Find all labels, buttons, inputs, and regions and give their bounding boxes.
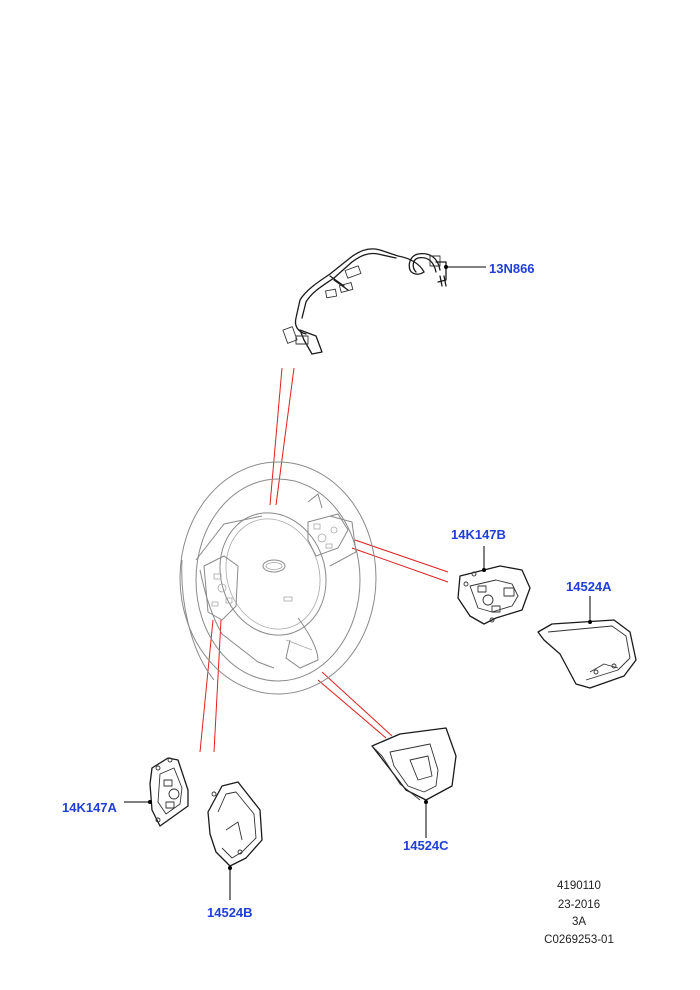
explode-lines bbox=[199, 367, 449, 753]
callout-14524b[interactable]: 14524B bbox=[207, 905, 253, 920]
bezel-lower[interactable] bbox=[371, 727, 457, 801]
callout-14524a[interactable]: 14524A bbox=[566, 579, 612, 594]
leader-dot bbox=[148, 800, 152, 804]
bezel-right[interactable] bbox=[537, 619, 637, 689]
reference-number: 4190110 bbox=[557, 880, 601, 892]
bezel-left[interactable] bbox=[207, 781, 263, 867]
reference-revision: 3A bbox=[571, 916, 587, 928]
callout-14k147b[interactable]: 14K147B bbox=[451, 527, 506, 542]
leader-dot bbox=[482, 568, 486, 572]
leader-dot bbox=[424, 800, 428, 804]
switch-pack-right[interactable] bbox=[457, 565, 531, 625]
switch-pack-left[interactable] bbox=[149, 757, 189, 827]
leader-dot bbox=[228, 866, 232, 870]
reference-code: C0269253-01 bbox=[544, 934, 614, 946]
callout-14k147a[interactable]: 14K147A bbox=[62, 800, 117, 815]
callout-13n866[interactable]: 13N866 bbox=[489, 261, 535, 276]
callout-14524c[interactable]: 14524C bbox=[403, 838, 449, 853]
steering-wheel bbox=[179, 461, 377, 695]
leader-dot bbox=[588, 620, 592, 624]
leader-dot bbox=[444, 265, 448, 269]
wiring-harness-part[interactable] bbox=[282, 248, 447, 355]
reference-date: 23-2016 bbox=[557, 899, 601, 911]
